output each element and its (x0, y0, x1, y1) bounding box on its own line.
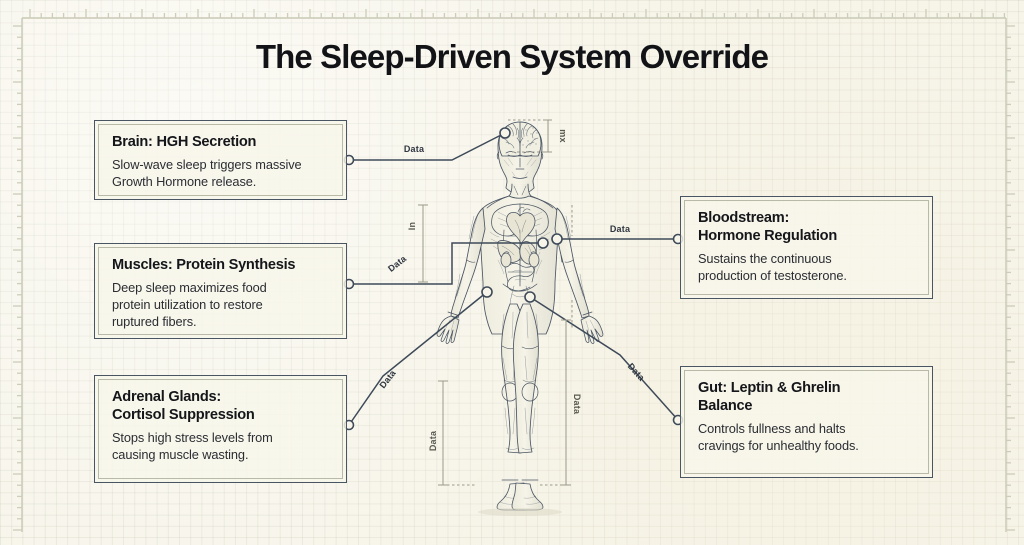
callout-gut-body-line-2: cravings for unhealthy foods. (698, 437, 859, 453)
callout-bloodstream-inner: Bloodstream:Hormone Regulation Sustains … (684, 200, 929, 295)
callout-adrenal[interactable]: Adrenal Glands:Cortisol Suppression Stop… (94, 375, 347, 483)
callout-adrenal-body-line-2: causing muscle wasting. (112, 446, 249, 462)
callout-brain-title: Brain: HGH Secretion (112, 134, 257, 150)
callout-muscles-body-line-3: ruptured fibers. (112, 313, 197, 329)
callout-muscles-inner: Muscles: Protein Synthesis Deep sleep ma… (98, 247, 343, 335)
callout-bloodstream-title-line-1: Bloodstream: (698, 210, 790, 226)
wire-label-adrenal: Data (377, 367, 398, 390)
callout-brain[interactable]: Brain: HGH Secretion Slow-wave sleep tri… (94, 120, 347, 200)
callout-muscles-title: Muscles: Protein Synthesis (112, 257, 296, 273)
callout-adrenal-body-line-1: Stops high stress levels from (112, 429, 273, 445)
callout-bloodstream-title: Bloodstream:Hormone Regulation (698, 210, 915, 246)
callout-bloodstream-body-line-1: Sustains the continuous (698, 250, 832, 266)
wire-label-gut: Data (626, 361, 648, 383)
callout-muscles-body-line-2: protein utilization to restore (112, 296, 263, 312)
wire-label-muscles: Data (386, 253, 409, 274)
page-title: The Sleep-Driven System Override (255, 38, 769, 75)
callout-muscles[interactable]: Muscles: Protein Synthesis Deep sleep ma… (94, 243, 347, 339)
callout-gut-body-line-1: Controls fullness and halts (698, 420, 846, 436)
callout-bloodstream-body-line-2: production of testosterone. (698, 267, 847, 283)
callout-bloodstream-title-line-2: Hormone Regulation (698, 227, 838, 244)
callout-adrenal-inner: Adrenal Glands:Cortisol Suppression Stop… (98, 379, 343, 479)
callout-brain-inner: Brain: HGH Secretion Slow-wave sleep tri… (98, 124, 343, 196)
callout-adrenal-title-line-2: Cortisol Suppression (112, 406, 255, 423)
callout-muscles-body-line-1: Deep sleep maximizes food (112, 279, 267, 295)
callout-adrenal-title-line-1: Adrenal Glands: (112, 389, 221, 405)
callout-bloodstream[interactable]: Bloodstream:Hormone Regulation Sustains … (680, 196, 933, 299)
callout-gut-title-line-2: Balance (698, 397, 753, 414)
callout-brain-body-line-1: Slow-wave sleep triggers massive (112, 156, 302, 172)
dim-label-torso: In (407, 222, 417, 230)
callout-adrenal-title: Adrenal Glands:Cortisol Suppression (112, 389, 329, 425)
callout-brain-body-line-2: Growth Hormone release. (112, 173, 257, 189)
callout-gut-title-line-1: Gut: Leptin & Ghrelin (698, 380, 841, 396)
anatomical-body-diagram (436, 121, 604, 516)
